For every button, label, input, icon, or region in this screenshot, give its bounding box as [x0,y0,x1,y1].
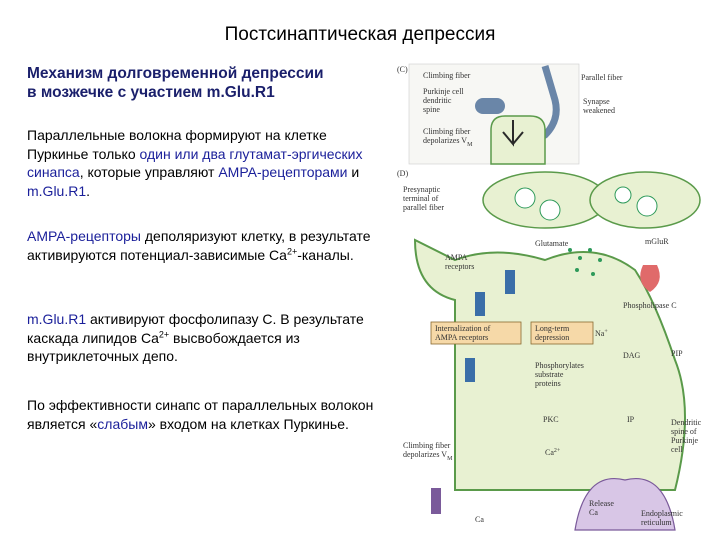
label-er-2: reticulum [641,518,672,527]
ca-channel-icon [431,488,441,514]
p3-text-b: активируют фосфолипазу С. В результате к… [27,311,364,346]
p2-superscript: 2+ [286,245,298,256]
paragraph-weak-input: По эффективности синапс от параллельных … [27,396,392,433]
p1-text-g: . [86,182,91,199]
p2-highlight-ampa: AMPA-рецепторы [27,228,141,244]
p3-text-c: высвобождается из внутриклеточных депо. [27,329,300,365]
internalization-box [430,321,522,345]
label-ip3: IP [627,415,635,424]
label-ltd-2: depression [535,333,569,342]
endoplasmic-reticulum-shape [574,478,676,531]
label-mglur: mGluR [645,237,669,246]
label-climbing-fiber: Climbing fiber [423,71,471,80]
panel-d-label: (D) [397,169,408,178]
p1-text-c: , которые управляют [79,164,219,180]
label-purkinje-3: spine [423,105,440,114]
label-ltd-1: Long-term [535,324,570,333]
label-intern-1: Internalization of [435,324,491,333]
p1-highlight-mglur: m.Glu.R1 [27,182,87,199]
label-presyn-3: parallel fiber [403,203,444,212]
p1-text-e: и [347,164,360,180]
p1-highlight-ampa: AMPA-рецепторами [218,164,348,180]
label-release-2: Ca [589,508,598,517]
ampa-receptor-icon [465,358,475,382]
label-release-1: Release [589,499,614,508]
label-intern-2: AMPA receptors [435,333,488,342]
spine-arrow-icon [502,120,524,147]
label-ampa-1: AMPA [445,253,468,262]
p4-text-c: » входом на клетках Пуркинье. [147,415,349,432]
label-ampa-2: receptors [445,262,474,271]
vesicle [614,186,632,204]
p1-text-a: Параллельные волокна формируют на клетке… [27,127,327,162]
p2-text-c: -каналы. [297,246,354,263]
p1-highlight-synapses: один или два глутамат-эргических синапса [27,145,363,181]
label-pip: PIP [671,349,683,358]
vesicle [636,195,658,217]
p3-highlight-mglur: m.Glu.R1 [27,311,87,327]
paragraph-mglur: m.Glu.R1 активируют фосфолипазу С. В рез… [27,310,392,366]
ltd-mechanism-figure: (C) Climbing fiber Parallel fiber Purkin… [395,60,705,540]
ampa-receptor-icon [475,292,485,316]
panel-c-label: (C) [397,65,408,74]
presynaptic-terminal-left [482,171,608,229]
vesicle [514,187,536,209]
label-plc: Phospholipase C [623,301,677,310]
mglur-receptor-icon [640,265,660,292]
label-purkinje-2: dendritic [423,96,452,105]
purkinje-spine-c [490,115,546,165]
label-synapse-1: Synapse [583,97,610,106]
label-synapse-2: weakened [583,106,615,115]
label-parallel-fiber: Parallel fiber [581,73,623,82]
paragraph-ampa: AMPA-рецепторы деполяризуют клетку, в ре… [27,227,392,264]
label-dendrite-4: cell [671,445,683,454]
label-cf-depol-2: depolarizes VM [423,136,473,148]
label-phospho-1: Phosphorylates [535,361,584,370]
parallel-fiber-shape [475,98,505,114]
p3-superscript: 2+ [158,328,170,339]
paragraph-synapses: Параллельные волокна формируют на клетке… [27,126,392,200]
p4-text-a: По эффективности синапс от параллельных … [27,397,374,432]
label-presyn-1: Presynaptic [403,185,441,194]
label-ca-bottom: Ca [475,515,484,524]
glutamate-dots [568,248,602,276]
label-phospho-2: substrate [535,370,564,379]
p4-highlight-weak: слабым [97,415,148,432]
ltd-box [530,321,594,345]
p2-text-b: деполяризуют клетку, в результате активи… [27,228,371,263]
label-dendrite-1: Dendritic [671,418,702,427]
label-na: Na+ [595,329,608,338]
label-cf-depol2-2: depolarizes VM [403,450,453,462]
ampa-receptor-icon [505,270,515,294]
vesicle [539,199,561,221]
label-dendrite-3: Purkinje [671,436,699,445]
label-ca-cyto: Ca2+ [545,448,561,457]
subtitle-line-1: Механизм долговременной депрессии [27,65,324,82]
page-subtitle: Механизм долговременной депрессии в мозж… [27,64,387,102]
label-presyn-2: terminal of [403,194,439,203]
label-cf-depol2-1: Climbing fiber [403,441,451,450]
label-glutamate: Glutamate [535,239,569,248]
label-dendrite-2: spine of [671,427,697,436]
label-phospho-3: proteins [535,379,561,388]
subtitle-line-2: в мозжечке с участием m.Glu.R1 [27,84,275,101]
label-purkinje-1: Purkinje cell [423,87,464,96]
label-er-1: Endoplasmic [641,509,683,518]
label-cf-depol-1: Climbing fiber [423,127,471,136]
figure-svg: (C) Climbing fiber Parallel fiber Purkin… [397,63,702,531]
page-title: Постсинаптическая депрессия [224,24,496,45]
label-pkc: PKC [543,415,559,424]
label-dag: DAG [623,351,641,360]
